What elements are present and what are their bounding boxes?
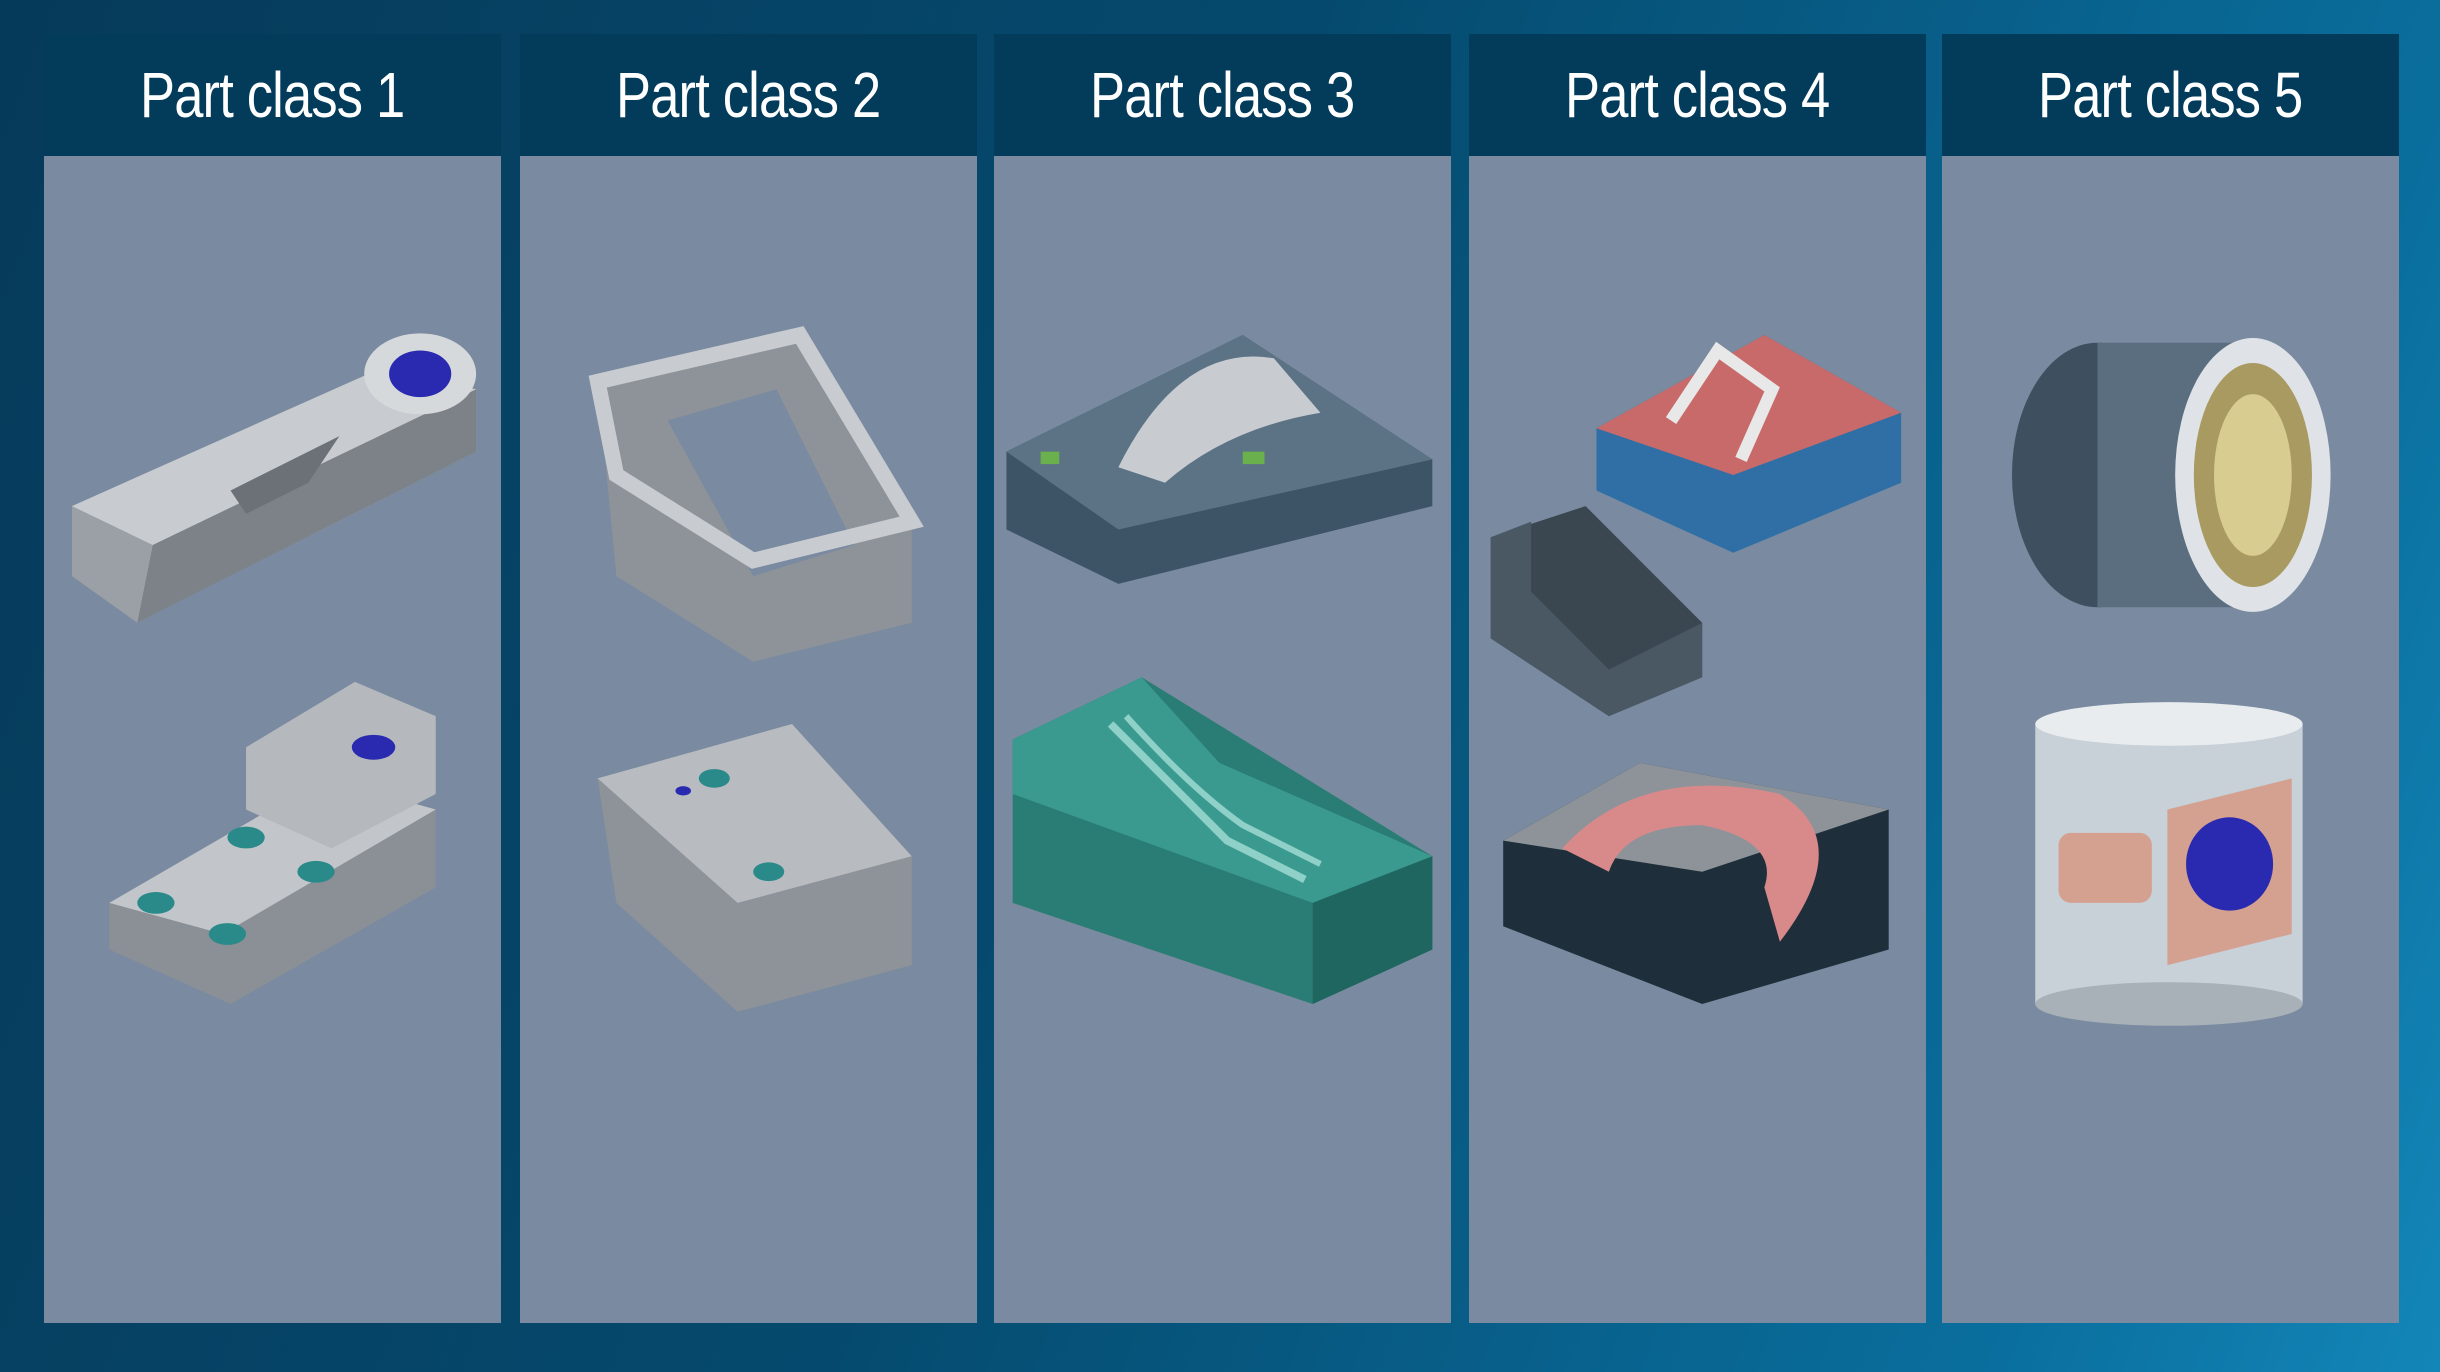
column-title: Part class 4	[1565, 59, 1830, 131]
dark-bracket-part-image	[1490, 506, 1703, 717]
column-title: Part class 3	[1090, 59, 1355, 131]
column-header: Part class 3	[994, 34, 1451, 156]
column-title: Part class 2	[616, 59, 881, 131]
valve-body-part-image	[2035, 702, 2303, 1026]
mold-insert-part-image	[1006, 334, 1433, 584]
column-header: Part class 5	[1942, 34, 2399, 156]
part-class-1-panel	[44, 156, 501, 1323]
part-class-3-column: Part class 3	[994, 34, 1451, 1323]
part-class-4-panel	[1469, 156, 1926, 1323]
machined-arm-part-image	[71, 333, 477, 623]
turbine-housing-mold-part-image	[1503, 762, 1889, 1005]
part-class-2-panel	[520, 156, 977, 1323]
column-header: Part class 4	[1469, 34, 1926, 156]
column-header: Part class 1	[44, 34, 501, 156]
die-casting-mold-part-image	[1596, 334, 1902, 553]
wedge-block-part-image	[597, 723, 912, 1012]
column-title: Part class 1	[140, 59, 405, 131]
column-header: Part class 2	[520, 34, 977, 156]
machined-block-part-image	[109, 681, 436, 1005]
column-title: Part class 5	[2038, 59, 2303, 131]
part-class-3-panel	[994, 156, 1451, 1323]
frame-part-image	[588, 326, 924, 662]
part-class-1-column: Part class 1	[44, 34, 501, 1323]
green-mold-part-image	[1012, 677, 1433, 1005]
cylindrical-housing-part-image	[2011, 338, 2331, 612]
part-class-5-panel	[1942, 156, 2399, 1323]
part-class-2-column: Part class 2	[520, 34, 977, 1323]
part-class-4-column: Part class 4	[1469, 34, 1926, 1323]
part-class-5-column: Part class 5	[1942, 34, 2399, 1323]
